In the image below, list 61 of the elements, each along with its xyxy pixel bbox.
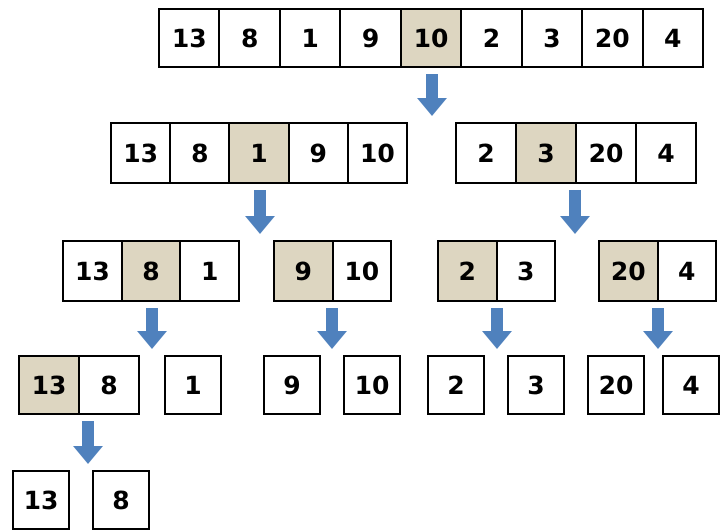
arrow [482, 308, 512, 349]
array-value: 9 [288, 124, 347, 182]
array-value: 1 [183, 370, 203, 402]
array-value: 13 [170, 22, 208, 54]
array-box [110, 122, 408, 184]
pivot-value: 8 [120, 242, 180, 300]
array-value: 10 [332, 242, 390, 300]
array-box [12, 470, 70, 530]
array-value: 1 [179, 242, 238, 300]
pivot-value: 2 [439, 242, 496, 300]
array-value: 3 [520, 10, 582, 66]
array-value: 8 [218, 10, 279, 66]
pivot-value: 1 [228, 124, 288, 182]
array-box [92, 470, 150, 530]
array-box [427, 355, 485, 415]
array-value: 1 [278, 10, 340, 66]
array-value: 20 [581, 10, 642, 66]
array-box [437, 240, 556, 302]
array-value: 20 [575, 124, 635, 182]
arrow [417, 74, 447, 116]
array-value: 20 [598, 370, 634, 402]
pivot-value: 13 [20, 357, 78, 413]
array-box [62, 240, 240, 302]
array-box [164, 355, 222, 415]
array-value: 4 [635, 124, 695, 182]
array-value: 4 [656, 242, 715, 300]
pivot-value: 20 [600, 242, 656, 300]
arrow [560, 190, 590, 234]
array-box [598, 240, 717, 302]
arrow [643, 308, 673, 349]
array-value: 10 [354, 370, 390, 402]
array-value: 10 [346, 124, 406, 182]
array-value: 3 [526, 370, 546, 402]
array-box [263, 355, 321, 415]
array-value: 4 [642, 10, 702, 66]
array-box [273, 240, 392, 302]
arrow [73, 421, 103, 464]
array-value: 9 [282, 370, 302, 402]
array-box [158, 8, 704, 68]
pivot-value: 10 [400, 10, 460, 66]
arrow [245, 190, 275, 234]
array-value: 2 [446, 370, 466, 402]
array-box [18, 355, 140, 415]
array-box [587, 355, 645, 415]
pivot-value: 9 [275, 242, 332, 300]
array-value: 4 [681, 370, 701, 402]
array-value: 2 [460, 10, 521, 66]
array-value: 13 [122, 138, 159, 170]
array-box [455, 122, 697, 184]
array-value: 8 [78, 357, 138, 413]
arrow [317, 308, 347, 349]
array-box [662, 355, 720, 415]
arrow [137, 308, 167, 349]
pivot-value: 3 [515, 124, 575, 182]
array-value: 13 [22, 484, 60, 516]
array-value: 3 [496, 242, 554, 300]
array-value: 2 [476, 138, 496, 170]
array-box [507, 355, 565, 415]
array-box [343, 355, 401, 415]
array-value: 8 [111, 484, 131, 516]
array-value: 13 [74, 256, 111, 288]
